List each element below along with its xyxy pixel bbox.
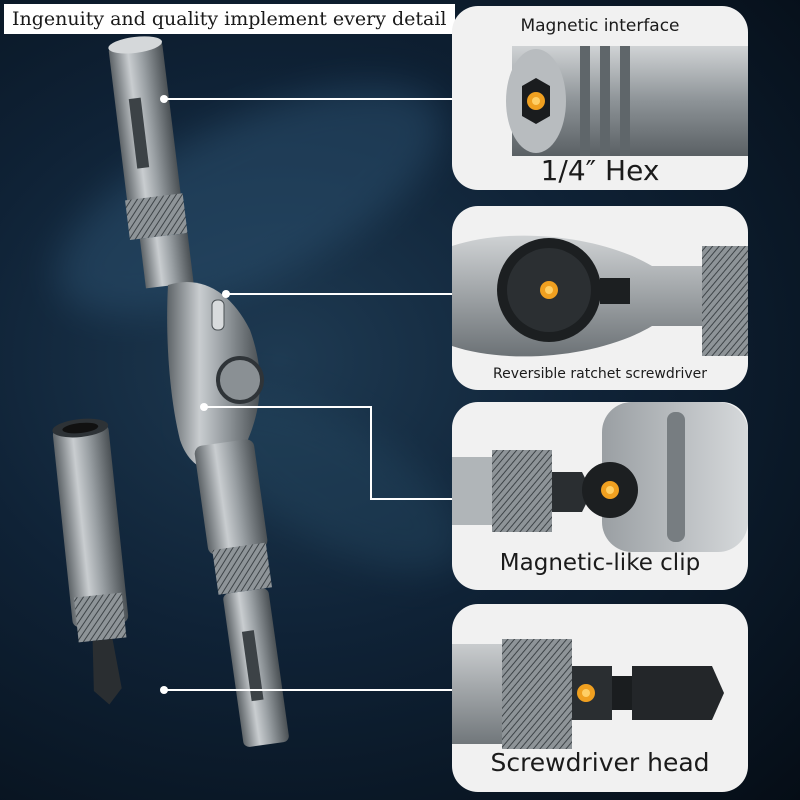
callout-magnetic-interface: Magnetic interface 1/4″ Hex <box>452 6 748 190</box>
leader-dot-4 <box>160 686 168 694</box>
headline: Ingenuity and quality implement every de… <box>4 4 455 34</box>
clip-icon <box>452 402 748 552</box>
leader-line-2 <box>228 293 455 295</box>
leader-dot-1 <box>160 95 168 103</box>
callout-caption: Magnetic-like clip <box>499 550 701 576</box>
callout-screwdriver-head: Screwdriver head <box>452 604 748 792</box>
leader-line-3b <box>370 406 372 500</box>
leader-line-3c <box>370 498 455 500</box>
callout-title: Magnetic interface <box>520 16 680 36</box>
leader-dot-3 <box>200 403 208 411</box>
callout-caption: Reversible ratchet screwdriver <box>492 366 708 382</box>
hex-socket-icon <box>506 46 748 156</box>
callout-caption: Screwdriver head <box>490 748 710 777</box>
leader-line-4 <box>165 689 455 691</box>
callout-magnetic-clip: Magnetic-like clip <box>452 402 748 590</box>
callout-caption: 1/4″ Hex <box>540 154 660 187</box>
leader-line-3a <box>205 406 372 408</box>
ratchet-switch-icon <box>452 235 748 357</box>
leader-line-1 <box>165 98 455 100</box>
callout-reversible-ratchet: Reversible ratchet screwdriver <box>452 206 748 390</box>
screwdriver-bit-icon <box>452 639 724 749</box>
leader-dot-2 <box>222 290 230 298</box>
